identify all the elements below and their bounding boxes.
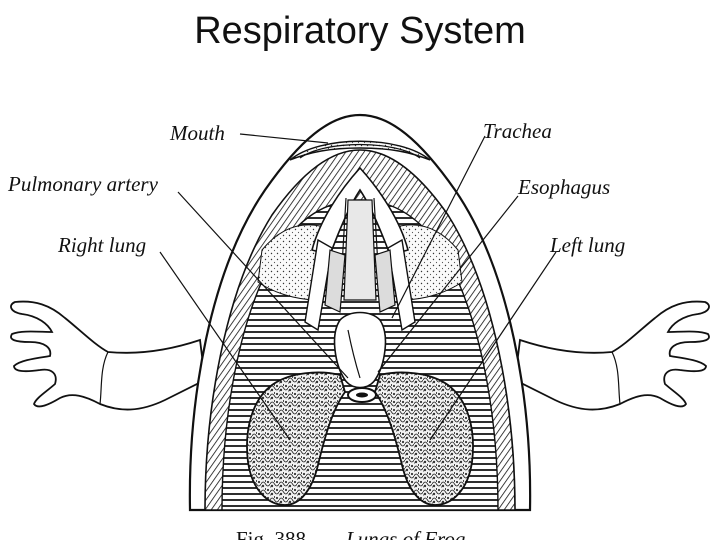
right-forelimb xyxy=(10,300,206,411)
label-esophagus: Esophagus xyxy=(517,175,610,199)
figure-caption-number: Fig. 388. xyxy=(236,527,311,540)
left-lung xyxy=(374,371,474,506)
left-lung-leader xyxy=(429,251,557,441)
right-lung xyxy=(246,371,346,506)
pulmonary-trunk xyxy=(333,311,387,389)
mouth-leader xyxy=(239,133,329,144)
label-mouth: Mouth xyxy=(169,121,225,145)
figure-caption-title: Lungs of Frog xyxy=(345,527,465,540)
esophagus-leader xyxy=(377,195,519,373)
pulmonary-artery-leader xyxy=(177,191,349,379)
slide-title: Respiratory System xyxy=(194,10,526,52)
label-left-lung: Left lung xyxy=(549,233,625,257)
label-right-lung: Right lung xyxy=(57,233,146,257)
label-pulmonary-artery: Pulmonary artery xyxy=(7,172,159,196)
right-lung-leader xyxy=(159,251,291,441)
trachea-leader xyxy=(391,135,486,319)
left-forelimb xyxy=(514,300,710,411)
label-trachea: Trachea xyxy=(483,119,552,143)
